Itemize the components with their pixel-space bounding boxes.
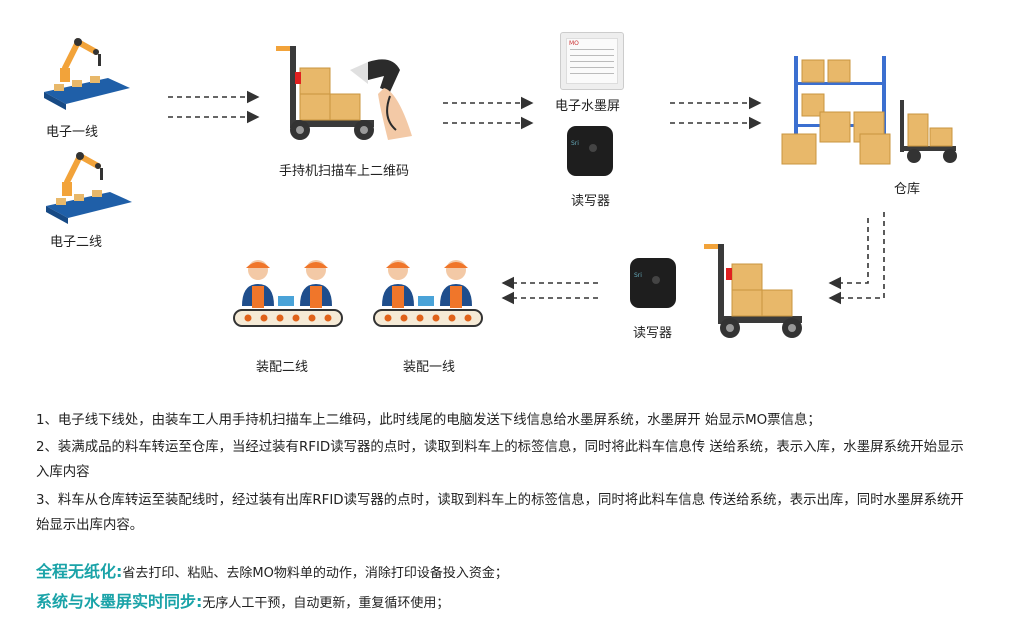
node-label-eink: 电子水墨屏 <box>555 99 621 114</box>
reader-top-brand: Sri <box>571 140 579 147</box>
arrow-warehouse-down-b <box>828 212 885 305</box>
summary-paperless: 全程无纸化:省去打印、粘贴、去除MO物料单的动作，消除打印设备投入资金； <box>36 558 508 582</box>
robot-line2-icon <box>46 151 132 224</box>
warehouse-shelves-icon <box>781 56 957 165</box>
description-step-3: 3、料车从仓库转运至装配线时，经过装有出库RFID读写器的点时，读取到料车上的标… <box>36 493 964 533</box>
summary-sync: 系统与水墨屏实时同步:无序人工干预，自动更新，重复循环使用； <box>36 588 449 612</box>
reader-bottom-brand: Sri <box>634 272 642 279</box>
node-label-assembly1: 装配一线 <box>403 360 456 375</box>
robot-line1-icon <box>44 37 130 110</box>
node-label-line2: 电子二线 <box>50 235 103 250</box>
arrow-warehouse-down-a <box>828 218 869 290</box>
eink-display-icon: MO <box>560 32 624 90</box>
summary-sync-text: 无序人工干预，自动更新，重复循环使用； <box>202 596 450 611</box>
summary-paperless-title: 全程无纸化: <box>36 562 123 581</box>
assembly-line2-icon <box>233 260 343 327</box>
node-label-reader-top: 读写器 <box>571 194 611 209</box>
node-label-warehouse: 仓库 <box>894 182 921 197</box>
eink-screen-title: MO <box>569 40 579 47</box>
cart-scanner-icon <box>276 46 412 140</box>
description-step-1: 1、电子线下线处，由装车工人用手持机扫描车上二维码，此时线尾的电脑发送下线信息给… <box>36 413 821 428</box>
summary-paperless-text: 省去打印、粘贴、去除MO物料单的动作，消除打印设备投入资金； <box>122 566 508 581</box>
assembly-line1-icon <box>373 260 483 327</box>
node-label-reader-bottom: 读写器 <box>633 326 673 341</box>
rfid-reader-top-icon: Sri <box>567 126 613 176</box>
cart-outbound-icon <box>704 244 802 338</box>
description-step-2: 2、装满成品的料车转运至仓库，当经过装有RFID读写器的点时，读取到料车上的标签… <box>36 440 964 480</box>
node-label-line1: 电子一线 <box>46 125 99 140</box>
node-label-assembly2: 装配二线 <box>256 360 309 375</box>
node-label-scan: 手持机扫描车上二维码 <box>279 164 410 179</box>
rfid-reader-bottom-icon: Sri <box>630 258 676 308</box>
summary-sync-title: 系统与水墨屏实时同步: <box>36 592 203 611</box>
